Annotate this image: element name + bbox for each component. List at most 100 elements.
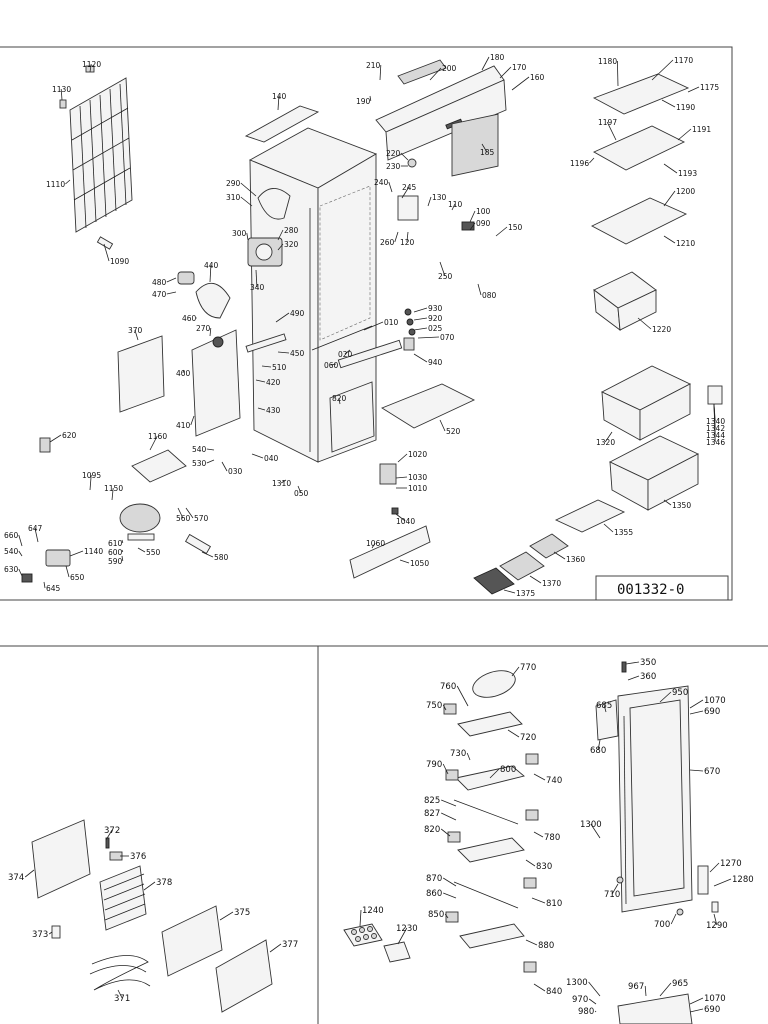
leader-line	[442, 763, 449, 775]
leader-line	[533, 773, 546, 781]
part-number-label: 1350	[672, 501, 691, 510]
leader-line	[441, 812, 457, 821]
part-number-label: 010	[384, 318, 399, 327]
panel-375	[161, 905, 223, 977]
part-number-label: 1230	[396, 924, 418, 934]
power-cord-clip	[184, 533, 212, 555]
leader-line	[663, 163, 678, 174]
part-number-label: 870	[426, 874, 442, 884]
leader-line	[275, 312, 290, 323]
part-number-label: 1160	[148, 432, 167, 441]
leader-line	[533, 983, 546, 992]
part-number-label: 1040	[396, 517, 415, 526]
leader-line	[644, 985, 647, 997]
leader-line	[417, 336, 440, 339]
door-shelves	[443, 670, 539, 973]
leader-line	[713, 403, 716, 443]
part-number-label: 590	[108, 557, 123, 566]
part-number-label: 040	[264, 454, 279, 463]
leader-line	[177, 507, 184, 519]
leader-line	[182, 369, 185, 374]
leader-line	[713, 878, 732, 887]
leader-line	[597, 739, 601, 751]
leader-line	[511, 666, 520, 677]
leader-line	[18, 534, 23, 547]
leader-line	[395, 476, 408, 479]
part-number-label: 980	[578, 1007, 594, 1017]
part-number-label: 280	[284, 226, 299, 235]
leader-line	[663, 235, 676, 244]
main-panel-labels: 1120113011101090140210190200180170160220…	[4, 53, 725, 598]
part-number-label: 660	[4, 531, 19, 540]
part-number-label: 450	[290, 349, 305, 358]
part-number-label: 185	[480, 148, 495, 157]
part-number-label: 120	[400, 238, 415, 247]
part-number-label: 550	[146, 548, 161, 557]
leader-line	[611, 883, 619, 895]
part-number-label: 210	[366, 61, 381, 70]
leader-line	[663, 499, 672, 506]
leader-line	[18, 568, 23, 577]
cover-377	[215, 939, 273, 1013]
butter-box-1230	[383, 941, 411, 963]
leader-line	[134, 329, 139, 341]
leader-line	[121, 549, 124, 553]
part-number-label: 610	[108, 539, 123, 548]
reference-number: 001332-0	[617, 582, 684, 598]
evaporator-duct	[177, 271, 231, 319]
bottom-hinge-assembly	[379, 463, 399, 515]
part-number-label: 290	[226, 179, 241, 188]
leader-line	[185, 507, 194, 519]
fan-wheel	[212, 336, 224, 348]
part-number-label: 1310	[272, 479, 291, 488]
part-number-label: 820	[424, 825, 440, 835]
part-number-label: 1070	[704, 994, 726, 1004]
compressor	[119, 503, 161, 541]
glass-shelf-lower	[381, 383, 476, 429]
leader-line	[397, 927, 408, 945]
part-number-label: 1344	[706, 431, 725, 440]
leader-line	[529, 575, 542, 584]
bracket-373	[51, 925, 61, 939]
leader-line	[481, 56, 490, 71]
leader-line	[413, 307, 428, 313]
part-number-label: 770	[520, 663, 536, 673]
part-number-label: 1375	[516, 589, 535, 598]
part-number-label: 840	[546, 987, 562, 997]
part-number-label: 260	[380, 238, 395, 247]
evaporator-cover-374	[31, 819, 91, 899]
part-number-label: 400	[176, 369, 191, 378]
part-number-label: 100	[476, 207, 491, 216]
leader-line	[709, 862, 720, 873]
leader-line	[330, 363, 337, 366]
leader-line	[659, 691, 672, 703]
part-number-label: 1193	[678, 169, 697, 178]
part-number-label: 374	[8, 873, 24, 883]
leader-line	[617, 60, 619, 87]
leader-line	[255, 379, 266, 383]
part-number-label: 830	[536, 862, 552, 872]
part-number-label: 710	[604, 890, 620, 900]
leader-line	[269, 943, 282, 953]
leader-line	[469, 210, 476, 223]
part-number-label: 371	[114, 994, 130, 1004]
part-number-label: 470	[152, 290, 167, 299]
leader-line	[111, 487, 114, 501]
part-number-label: 170	[512, 63, 527, 72]
shelf-1200	[591, 197, 688, 245]
part-number-label: 110	[448, 200, 463, 209]
leader-line	[603, 523, 614, 533]
leader-line	[255, 269, 258, 288]
leader-line	[89, 474, 92, 491]
part-number-label: 1010	[408, 484, 427, 493]
bracket-1270	[697, 865, 709, 895]
leader-line	[439, 261, 446, 277]
leader-line	[379, 64, 382, 81]
leader-line	[18, 550, 23, 557]
box-1360	[529, 533, 569, 559]
part-number-label: 025	[428, 324, 443, 333]
tray-1355	[554, 499, 626, 533]
leader-line	[388, 181, 393, 193]
leader-line	[397, 453, 408, 463]
